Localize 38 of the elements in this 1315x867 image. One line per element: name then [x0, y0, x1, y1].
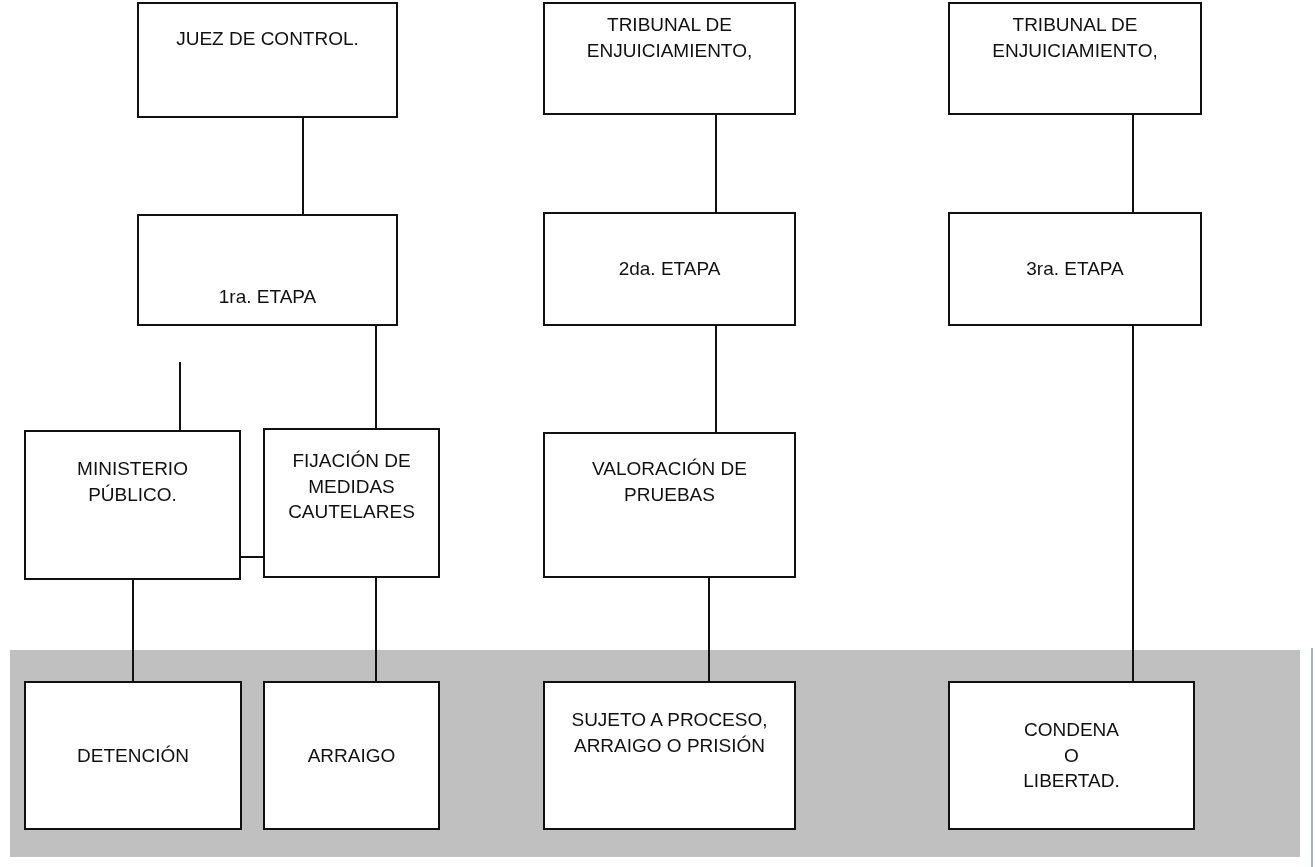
- process-box: [948, 212, 1202, 326]
- box-text: VALORACIÓN DE PRUEBAS: [591, 457, 748, 507]
- box-text: MINISTERIO PÚBLICO.: [76, 457, 189, 507]
- process-box: [137, 2, 398, 118]
- process-box: [263, 681, 440, 830]
- box-text: 2da. ETAPA: [618, 257, 721, 282]
- process-box: [948, 2, 1202, 115]
- connector-line: [240, 556, 264, 558]
- connector-line: [132, 579, 134, 682]
- connector-line: [715, 325, 717, 433]
- connector-line: [1132, 114, 1134, 213]
- box-text: SUJETO A PROCESO, ARRAIGO O PRISIÓN: [570, 708, 769, 758]
- box-text: TRIBUNAL DE ENJUICIAMIENTO,: [991, 13, 1159, 63]
- process-box: [137, 214, 398, 326]
- connector-line: [375, 325, 377, 429]
- box-text: JUEZ DE CONTROL.: [176, 27, 359, 51]
- connector-line: [715, 114, 717, 213]
- box-text: CONDENA O LIBERTAD.: [1023, 718, 1120, 794]
- process-box: [24, 430, 241, 580]
- process-box: [948, 681, 1195, 830]
- process-box: [24, 681, 242, 830]
- connector-line: [179, 361, 181, 431]
- box-text: 1ra. ETAPA: [218, 285, 317, 310]
- box-text: TRIBUNAL DE ENJUICIAMIENTO,: [585, 13, 754, 63]
- connector-line: [375, 577, 377, 682]
- process-box: [543, 432, 796, 578]
- process-box: [543, 681, 796, 830]
- box-text: DETENCIÓN: [77, 743, 189, 768]
- process-box: [543, 212, 796, 326]
- process-box: [263, 428, 440, 578]
- box-text: 3ra. ETAPA: [1026, 257, 1124, 282]
- connector-line: [1132, 325, 1134, 682]
- box-text: ARRAIGO: [307, 743, 396, 768]
- band-background: [10, 650, 1300, 857]
- process-box: [543, 2, 796, 115]
- box-text: FIJACIÓN DE MEDIDAS CAUTELARES: [287, 449, 416, 525]
- connector-line: [302, 117, 304, 215]
- connector-line: [708, 577, 710, 682]
